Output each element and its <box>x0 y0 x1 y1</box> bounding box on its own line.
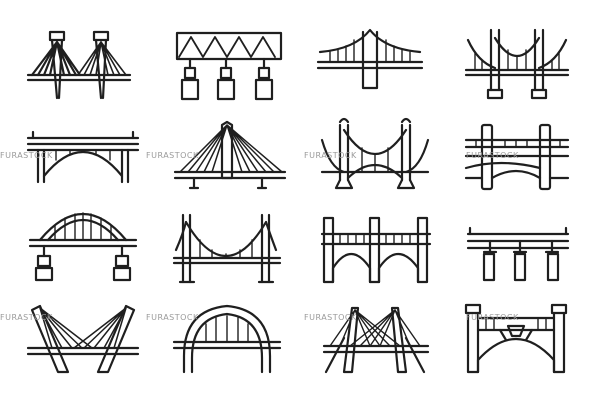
single-pylon-cable-bridge-icon <box>173 120 287 190</box>
suspension-bridge-towers-icon <box>464 28 570 100</box>
watermark: FURASTOCK <box>0 313 53 322</box>
tied-arch-bridge-icon <box>28 212 138 282</box>
cable-stayed-bridge-icon <box>26 30 132 100</box>
through-arch-bridge-icon <box>172 304 282 374</box>
tower-beam-bridge-icon <box>464 123 570 191</box>
inclined-pylon-bridge-icon <box>26 304 140 374</box>
viaduct-arch-bridge-icon <box>320 216 432 284</box>
watermark: FURASTOCK <box>0 151 53 160</box>
watermark: FURASTOCK <box>304 151 357 160</box>
arch-beam-bridge-icon <box>26 130 140 184</box>
suspension-arch-bridge-icon <box>320 117 430 190</box>
watermark: FURASTOCK <box>146 151 199 160</box>
pillar-beam-bridge-icon <box>466 226 570 282</box>
stone-arch-gate-bridge-icon <box>464 303 568 374</box>
suspension-bridge-low-icon <box>172 213 282 284</box>
watermark: FURASTOCK <box>466 313 519 322</box>
truss-bridge-icon <box>175 31 283 101</box>
watermark: FURASTOCK <box>146 313 199 322</box>
watermark: FURASTOCK <box>304 313 357 322</box>
suspension-bridge-icon <box>316 28 424 90</box>
crossed-cable-bridge-icon <box>322 306 430 374</box>
watermark: FURASTOCK <box>466 151 519 160</box>
